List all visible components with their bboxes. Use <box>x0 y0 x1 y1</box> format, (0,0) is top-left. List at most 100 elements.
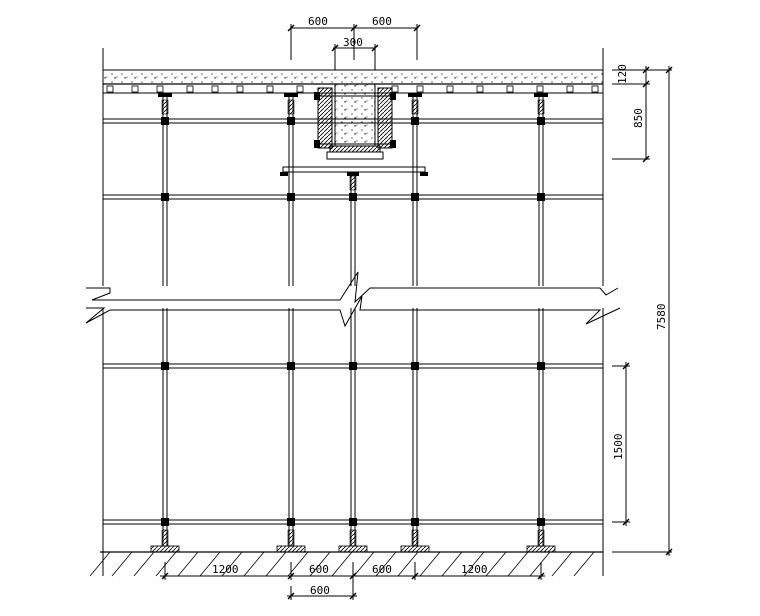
top-jack <box>411 99 419 115</box>
dim-top-left-600: 600 <box>308 15 328 28</box>
base-jack <box>537 529 545 547</box>
ground-hatch-line <box>265 551 287 577</box>
ground-hatch-line <box>441 551 463 577</box>
ground-hatch-line <box>177 551 199 577</box>
dimension-tick <box>642 80 650 88</box>
dimension-tick <box>622 518 630 526</box>
ground-hatch-line <box>353 551 375 577</box>
joist <box>506 85 514 93</box>
base-plate <box>276 545 306 553</box>
base-jack <box>287 529 295 547</box>
dim-beam-850: 850 <box>632 108 645 128</box>
ground-hatch-line <box>463 551 485 577</box>
top-jack <box>349 175 357 191</box>
beam-side-form-right <box>377 87 393 149</box>
dimension-tick <box>350 24 358 32</box>
coupler <box>161 193 169 201</box>
dim-slab-120: 120 <box>616 64 629 84</box>
joist <box>156 85 164 93</box>
dimension-tick <box>665 66 673 74</box>
top-jack <box>161 99 169 115</box>
joist <box>296 85 304 93</box>
ground-hatch-line <box>155 551 177 577</box>
ground-hatch-line <box>331 551 353 577</box>
coupler <box>161 117 169 125</box>
dim-bottom-1200-left: 1200 <box>212 563 239 576</box>
joist <box>131 85 139 93</box>
joist <box>416 85 424 93</box>
concrete-beam <box>280 83 428 176</box>
coupler <box>537 518 545 526</box>
coupler <box>287 362 295 370</box>
coupler <box>287 193 295 201</box>
dimension-tick <box>287 24 295 32</box>
u-head <box>347 172 359 176</box>
dimension-ticks <box>161 24 673 600</box>
u-head <box>534 93 548 97</box>
ground-hatch-line <box>573 551 595 577</box>
joist <box>591 85 599 93</box>
dimension-tick <box>537 572 545 580</box>
base-plate <box>526 545 556 553</box>
base-plate <box>150 545 180 553</box>
base-plate <box>400 545 430 553</box>
base-jack <box>349 529 357 547</box>
dimension-tick <box>642 155 650 163</box>
ground-hatch-line <box>507 551 529 577</box>
floor-slab <box>102 69 604 85</box>
joist <box>106 85 114 93</box>
ground-hatch-line <box>221 551 243 577</box>
joist <box>211 85 219 93</box>
dimension-tick <box>349 572 357 580</box>
u-head <box>158 93 172 97</box>
ground-hatch-line <box>199 551 221 577</box>
joist <box>476 85 484 93</box>
dimension-tick <box>665 548 673 556</box>
coupler <box>349 193 357 201</box>
dimension-tick <box>331 44 339 52</box>
ground-hatch-line <box>397 551 419 577</box>
dimension-tick <box>161 572 169 580</box>
scaffold-frame <box>102 48 604 576</box>
joist <box>236 85 244 93</box>
dimension-tick <box>622 362 630 370</box>
break-line <box>85 271 621 328</box>
dimension-tick <box>413 24 421 32</box>
base-plate <box>338 545 368 553</box>
coupler <box>161 518 169 526</box>
ground-hatch-line <box>419 551 441 577</box>
dim-bottom-1200-right: 1200 <box>461 563 488 576</box>
top-jack <box>287 99 295 115</box>
ground-hatch-line <box>89 551 111 577</box>
ground-hatch-line <box>111 551 133 577</box>
joist <box>391 85 399 93</box>
coupler <box>537 362 545 370</box>
coupler <box>287 518 295 526</box>
joist <box>566 85 574 93</box>
coupler <box>537 193 545 201</box>
dim-total-7580: 7580 <box>655 304 668 331</box>
joist <box>186 85 194 93</box>
dim-300: 300 <box>343 36 363 49</box>
ground-hatch-line <box>309 551 331 577</box>
ground-hatch-line <box>243 551 265 577</box>
dimension-tick <box>371 44 379 52</box>
joist <box>536 85 544 93</box>
ground <box>89 551 603 577</box>
dimension-tick <box>287 572 295 580</box>
top-jack <box>537 99 545 115</box>
dim-bottom-600-mid-left: 600 <box>309 563 329 576</box>
ground-hatch-line <box>485 551 507 577</box>
dimension-tick <box>411 572 419 580</box>
dimension-tick <box>642 66 650 74</box>
ground-hatch-line <box>375 551 397 577</box>
coupler <box>349 518 357 526</box>
beam-bottom-form <box>329 145 381 153</box>
coupler <box>411 518 419 526</box>
ground-hatch-line <box>133 551 155 577</box>
beam-side-form-left <box>317 87 333 149</box>
joist <box>446 85 454 93</box>
base-jack <box>161 529 169 547</box>
dim-bottom-600-lower: 600 <box>310 584 330 597</box>
